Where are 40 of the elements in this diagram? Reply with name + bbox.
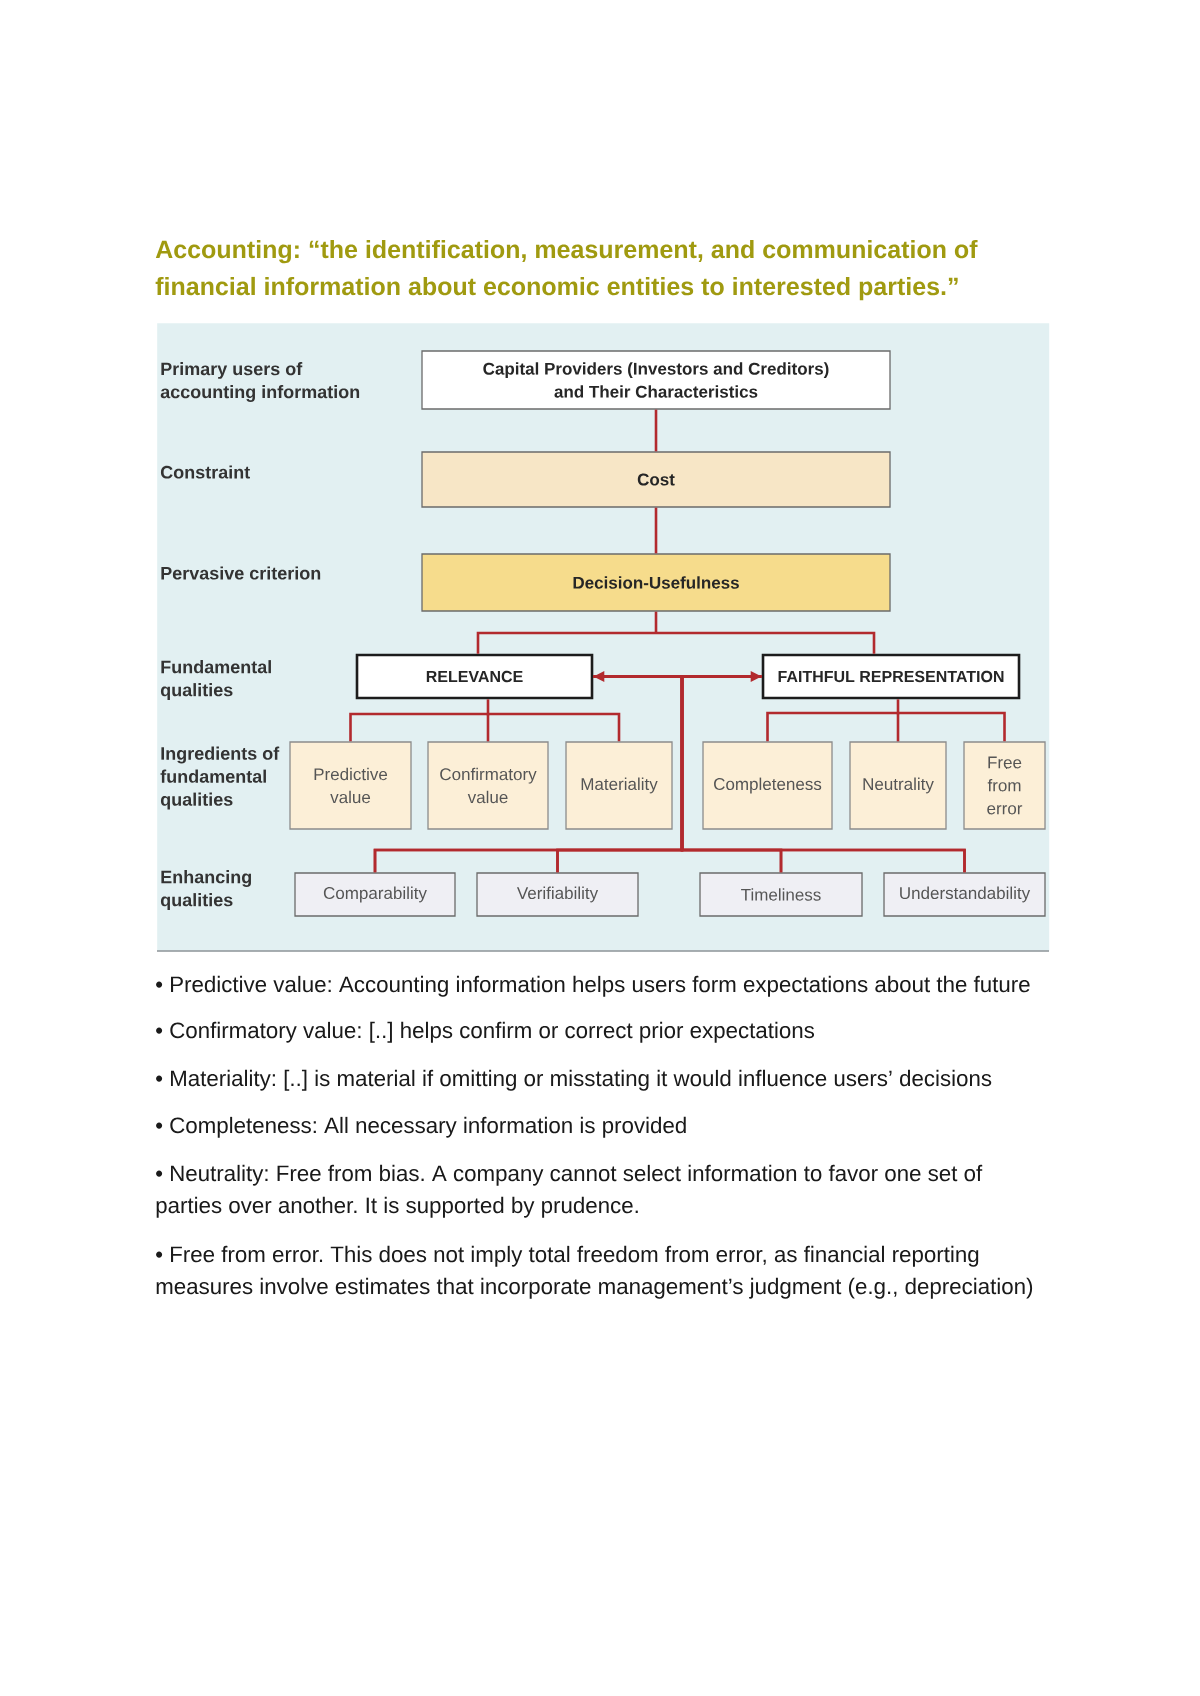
bullet-point: • Free from error. This does not imply total freedom from error, as financial reporting measures involve estimates that incorporate management’s judgment (e.g., depreciation) bbox=[156, 1245, 1033, 1299]
row-label: Enhancing qualities bbox=[160, 870, 251, 910]
text-box: Verifiability bbox=[476, 872, 639, 917]
text-box: Comparability bbox=[294, 872, 456, 917]
connector-line bbox=[654, 409, 658, 452]
connector-line bbox=[349, 712, 488, 742]
text-box: RELEVANCE bbox=[355, 653, 594, 700]
text-box: Understandability bbox=[883, 872, 1046, 917]
bullet-point: • Neutrality: Free from bias. A company cannot select information to favor one set of parties over another. It is supported by prudence. bbox=[156, 1164, 983, 1218]
connector-line bbox=[766, 711, 898, 742]
text-box: Materiality bbox=[565, 741, 673, 830]
bullet-point: • Materiality: [..] is material if omitting or misstating it would influence users’ decisions bbox=[156, 1069, 992, 1091]
title: Accounting: “the identification, measurement, and communication of financial information about economic entities to interested parties.” bbox=[155, 239, 978, 301]
text-box: Completeness bbox=[702, 741, 833, 830]
text-box: Free from error bbox=[963, 741, 1046, 830]
connector-line bbox=[486, 714, 490, 742]
connector-line bbox=[488, 712, 621, 742]
connector-line bbox=[680, 675, 966, 873]
row-label: Pervasive criterion bbox=[161, 566, 321, 580]
text-box: Confirmatory value bbox=[427, 741, 549, 830]
connector-line bbox=[654, 507, 658, 554]
row-label: Constraint bbox=[160, 465, 250, 479]
bullet-point: • Completeness: All necessary information is provided bbox=[156, 1116, 686, 1138]
text-box: FAITHFUL REPRESENTATION bbox=[761, 653, 1021, 700]
text-box: Capital Providers (Investors and Creditors) and Their Characteristics bbox=[421, 350, 891, 410]
row-label: Ingredients of fundamental qualities bbox=[160, 746, 280, 810]
row-label: Fundamental qualities bbox=[160, 660, 271, 700]
bullet-point: • Predictive value: Accounting information helps users form expectations about the future bbox=[156, 975, 1030, 997]
text-box: Timeliness bbox=[699, 872, 863, 917]
connector-line bbox=[656, 631, 876, 654]
row-label: Primary users of accounting information bbox=[160, 362, 360, 402]
text-box: Decision-Usefulness bbox=[421, 553, 891, 612]
connector-line bbox=[896, 713, 900, 742]
text-box: Neutrality bbox=[849, 741, 947, 830]
connector-line bbox=[476, 631, 656, 654]
connector-line bbox=[654, 611, 658, 634]
text-box: Predictive value bbox=[289, 741, 412, 830]
connector-line bbox=[898, 711, 1006, 742]
text-box: Cost bbox=[421, 451, 891, 508]
bullet-point: • Confirmatory value: [..] helps confirm or correct prior expectations bbox=[156, 1021, 815, 1043]
